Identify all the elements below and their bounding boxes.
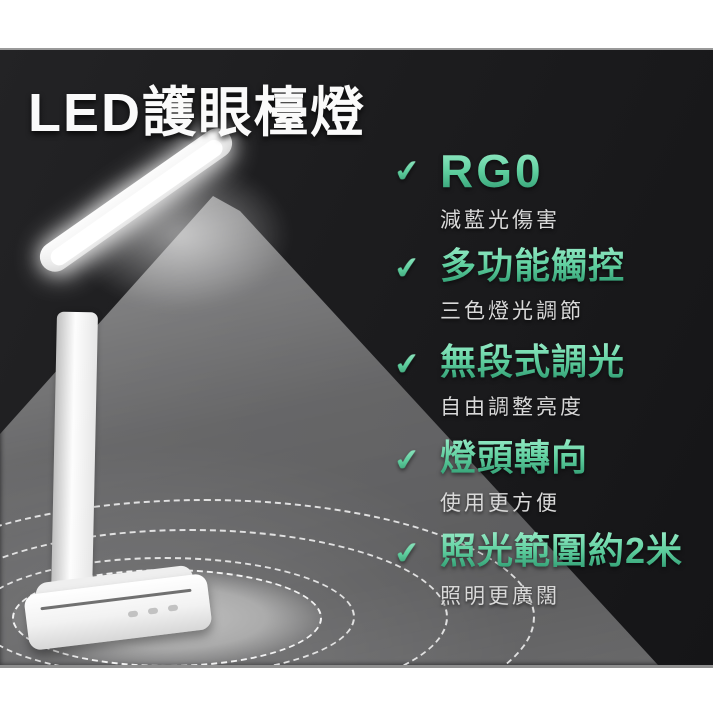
feature-title: 多功能觸控: [440, 245, 626, 286]
check-icon: ✔: [392, 345, 431, 383]
feature-item: ✔ 多功能觸控 三色燈光調節: [392, 245, 626, 325]
product-photo: LED護眼檯燈 ✔ RG0 減藍光傷害 ✔ 多功能觸控 三色燈光調節 ✔ 無段式: [0, 48, 713, 668]
feature-title: RG0: [440, 148, 560, 194]
feature-subtitle: 照明更廣闊: [440, 584, 560, 608]
feature-subtitle: 使用更方便: [440, 491, 560, 515]
check-icon: ✔: [392, 152, 431, 190]
lamp-arm: [50, 311, 98, 603]
feature-title: 照光範圍約2米: [440, 530, 684, 571]
check-icon: ✔: [392, 249, 431, 287]
check-icon: ✔: [392, 534, 431, 572]
feature-subtitle: 三色燈光調節: [440, 299, 584, 323]
feature-item: ✔ 照光範圍約2米 照明更廣闊: [392, 530, 684, 610]
feature-title: 無段式調光: [440, 341, 626, 382]
check-icon: ✔: [392, 441, 431, 479]
feature-item: ✔ 無段式調光 自由調整亮度: [392, 341, 626, 421]
feature-item: ✔ RG0 減藍光傷害: [392, 148, 560, 234]
feature-item: ✔ 燈頭轉向 使用更方便: [392, 437, 589, 517]
product-title: LED護眼檯燈: [28, 83, 366, 143]
feature-subtitle: 減藍光傷害: [440, 208, 560, 232]
feature-title: 燈頭轉向: [440, 437, 589, 478]
feature-subtitle: 自由調整亮度: [440, 395, 584, 419]
